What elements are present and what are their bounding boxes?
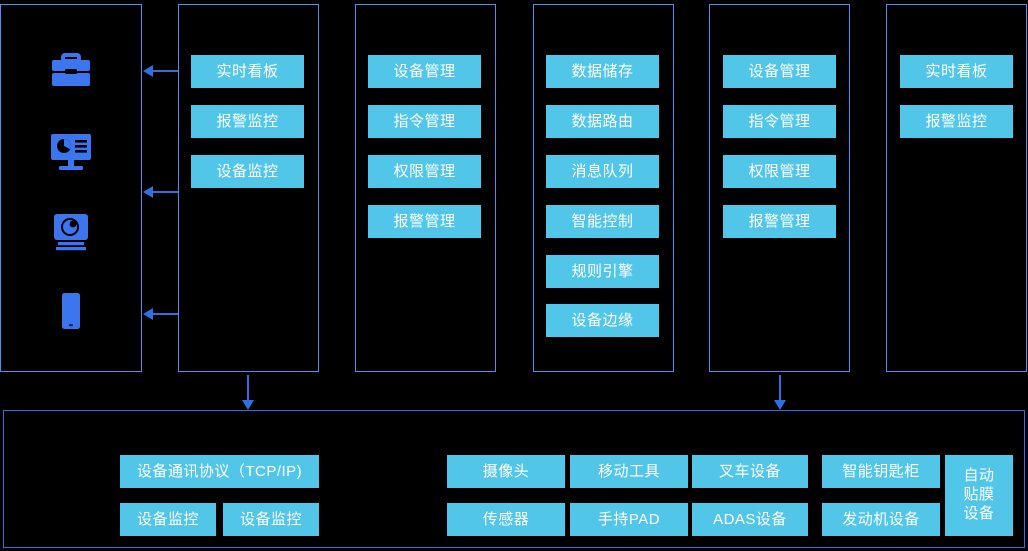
tile-management-1[interactable]: 设备管理 <box>368 55 481 88</box>
tile-hardware-sensor[interactable]: 传感器 <box>447 503 565 536</box>
tile-platform-5[interactable]: 规则引擎 <box>546 255 659 288</box>
bottom-panel <box>3 410 1025 548</box>
tile-hardware-mobiletool[interactable]: 移动工具 <box>570 455 688 488</box>
tile-monitoring-3[interactable]: 设备监控 <box>191 155 304 188</box>
connector-arrow-left-2 <box>143 186 178 198</box>
tile-monitoring2-2[interactable]: 报警监控 <box>900 105 1013 138</box>
tile-management2-4[interactable]: 报警管理 <box>723 205 836 238</box>
frame-management-column <box>355 4 496 372</box>
frame-platform-column <box>533 4 674 372</box>
camera-icon <box>48 210 94 254</box>
frame-monitoring-column-2 <box>886 4 1027 372</box>
tile-management2-1[interactable]: 设备管理 <box>723 55 836 88</box>
tile-device-protocol[interactable]: 设备通讯协议（TCP/IP) <box>120 455 319 488</box>
tile-management2-3[interactable]: 权限管理 <box>723 155 836 188</box>
tile-hardware-engine[interactable]: 发动机设备 <box>822 503 940 536</box>
tile-hardware-camera[interactable]: 摄像头 <box>447 455 565 488</box>
tile-platform-2[interactable]: 数据路由 <box>546 105 659 138</box>
tile-management-3[interactable]: 权限管理 <box>368 155 481 188</box>
tile-platform-3[interactable]: 消息队列 <box>546 155 659 188</box>
frame-management-column-2 <box>709 4 850 372</box>
frame-devices-column <box>0 4 142 372</box>
tile-management-2[interactable]: 指令管理 <box>368 105 481 138</box>
briefcase-icon <box>48 50 94 94</box>
tile-device-monitor-b[interactable]: 设备监控 <box>223 503 319 536</box>
connector-arrow-left-3 <box>143 308 178 320</box>
tile-hardware-auto-film[interactable]: 自动 贴膜 设备 <box>945 455 1013 536</box>
tile-management2-2[interactable]: 指令管理 <box>723 105 836 138</box>
connector-arrow-down-1 <box>242 375 254 410</box>
tile-monitoring-2[interactable]: 报警监控 <box>191 105 304 138</box>
mobile-phone-icon <box>48 290 94 334</box>
tile-device-monitor-a[interactable]: 设备监控 <box>120 503 216 536</box>
tile-platform-1[interactable]: 数据储存 <box>546 55 659 88</box>
monitor-dashboard-icon <box>48 130 94 174</box>
tile-hardware-pad[interactable]: 手持PAD <box>570 503 688 536</box>
connector-arrow-down-2 <box>774 375 786 410</box>
tile-management-4[interactable]: 报警管理 <box>368 205 481 238</box>
tile-hardware-adas[interactable]: ADAS设备 <box>692 503 808 536</box>
tile-monitoring-1[interactable]: 实时看板 <box>191 55 304 88</box>
tile-hardware-keycabinet[interactable]: 智能钥匙柜 <box>822 455 940 488</box>
tile-hardware-forklift[interactable]: 叉车设备 <box>692 455 808 488</box>
frame-monitoring-column <box>178 4 319 372</box>
tile-platform-4[interactable]: 智能控制 <box>546 205 659 238</box>
tile-platform-6[interactable]: 设备边缘 <box>546 304 659 337</box>
connector-arrow-left-1 <box>143 65 178 77</box>
tile-monitoring2-1[interactable]: 实时看板 <box>900 55 1013 88</box>
